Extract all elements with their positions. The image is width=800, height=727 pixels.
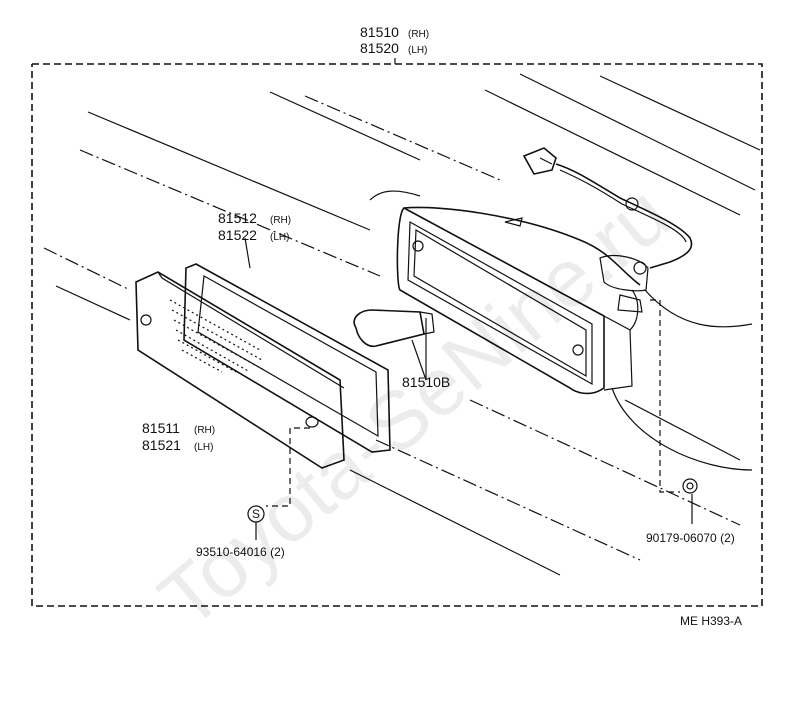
bulb-part: 81510B <box>402 374 450 390</box>
lens-pattern <box>169 299 265 373</box>
gasket-part-rh: 81512 <box>218 210 257 226</box>
lens-part-lh: 81521 <box>142 437 181 453</box>
assembly-tag-rh: (RH) <box>408 29 429 40</box>
screw-part: 93510-64016 (2) <box>196 545 285 559</box>
screw: S <box>247 427 310 540</box>
assembly-frame <box>31 58 763 607</box>
gasket <box>183 237 391 453</box>
nut <box>650 299 698 524</box>
assembly-tag-lh: (LH) <box>408 45 427 56</box>
lens-tag-rh: (RH) <box>194 425 215 436</box>
diagram-code: ME H393-A <box>680 614 742 628</box>
wiring-harness <box>522 147 693 275</box>
label-gasket: 81512 (RH) 81522 (LH) <box>218 210 291 243</box>
assembly-part-lh: 81520 <box>360 40 399 56</box>
gasket-tag-lh: (LH) <box>270 232 289 243</box>
label-assembly: 81510 (RH) 81520 (LH) <box>360 24 429 56</box>
nut-part: 90179-06070 (2) <box>646 531 735 545</box>
lens-tag-lh: (LH) <box>194 442 213 453</box>
lens-part-rh: 81511 <box>142 420 180 436</box>
label-lens: 81511 (RH) 81521 (LH) <box>142 420 215 453</box>
lamp-housing <box>396 206 649 395</box>
gasket-tag-rh: (RH) <box>270 215 291 226</box>
body-contour-lines <box>43 73 761 576</box>
lens <box>135 271 345 469</box>
screw-symbol: S <box>252 507 260 521</box>
bulb <box>353 309 435 381</box>
gasket-part-lh: 81522 <box>218 227 257 243</box>
assembly-part-rh: 81510 <box>360 24 399 40</box>
